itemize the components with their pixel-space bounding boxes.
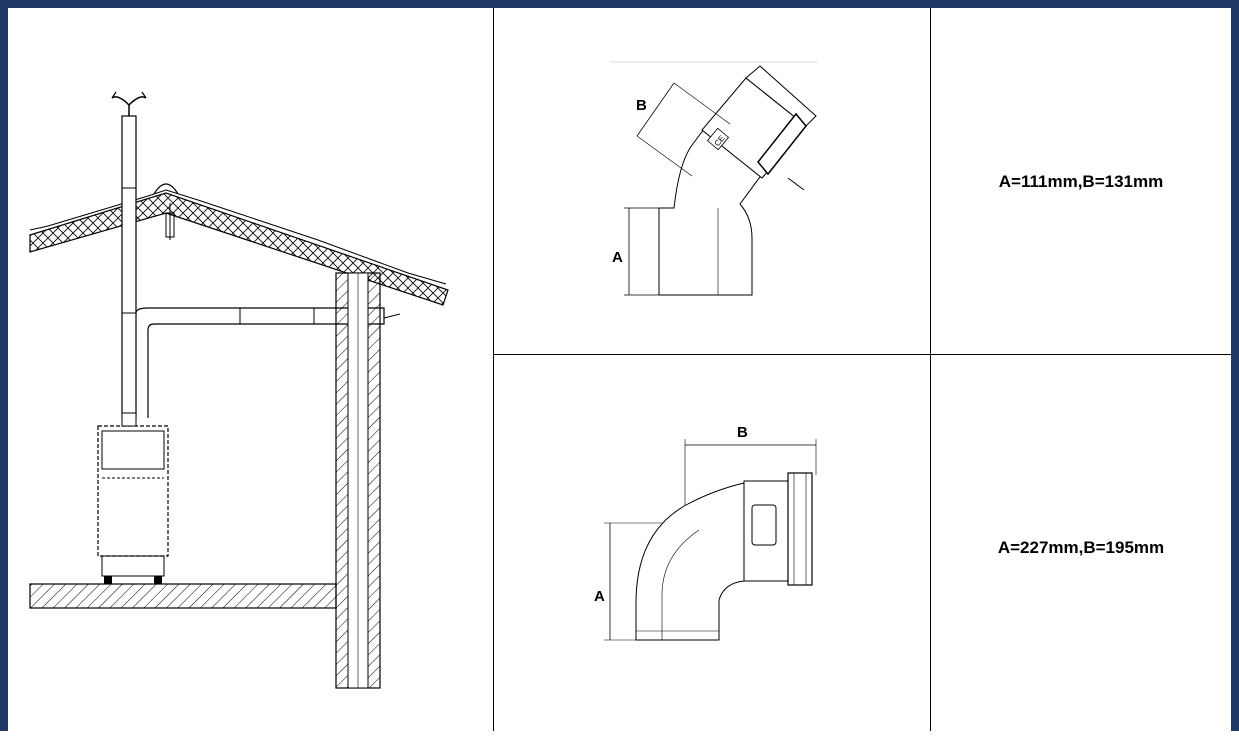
- installation-drawing-cell: [8, 8, 493, 731]
- dimension-a-label: A: [612, 249, 623, 266]
- elbow-90-drawing: B A: [594, 424, 817, 641]
- column-divider-2: [930, 8, 931, 731]
- exterior-wall: [335, 272, 381, 689]
- row-divider: [494, 354, 1231, 355]
- house-flue-installation-drawing: [29, 91, 449, 689]
- roof: [29, 183, 449, 306]
- horizontal-flue-pipe: [135, 307, 401, 418]
- water-heater-appliance: [97, 412, 169, 584]
- elbow-45-drawing: A CE B: [610, 61, 818, 296]
- elbow-45-dimensions: A=111mm,B=131mm: [998, 172, 1164, 191]
- elbow-45-drawing-cell: A CE B: [494, 8, 930, 354]
- elbow-90-dimensions: A=227mm,B=195mm: [997, 538, 1165, 557]
- dimension-b-label: B: [636, 97, 647, 114]
- dimension-a-label: A: [594, 588, 605, 605]
- elbow-45-dimensions-cell: A=111mm,B=131mm: [931, 8, 1231, 354]
- column-divider-1: [493, 8, 494, 731]
- elbow-90-drawing-cell: B A: [494, 355, 930, 731]
- vertical-flue-pipe: [111, 91, 147, 419]
- elbow-90-dimensions-cell: A=227mm,B=195mm: [931, 355, 1231, 731]
- floor-slab: [29, 583, 337, 609]
- dimension-b-label: B: [737, 424, 748, 441]
